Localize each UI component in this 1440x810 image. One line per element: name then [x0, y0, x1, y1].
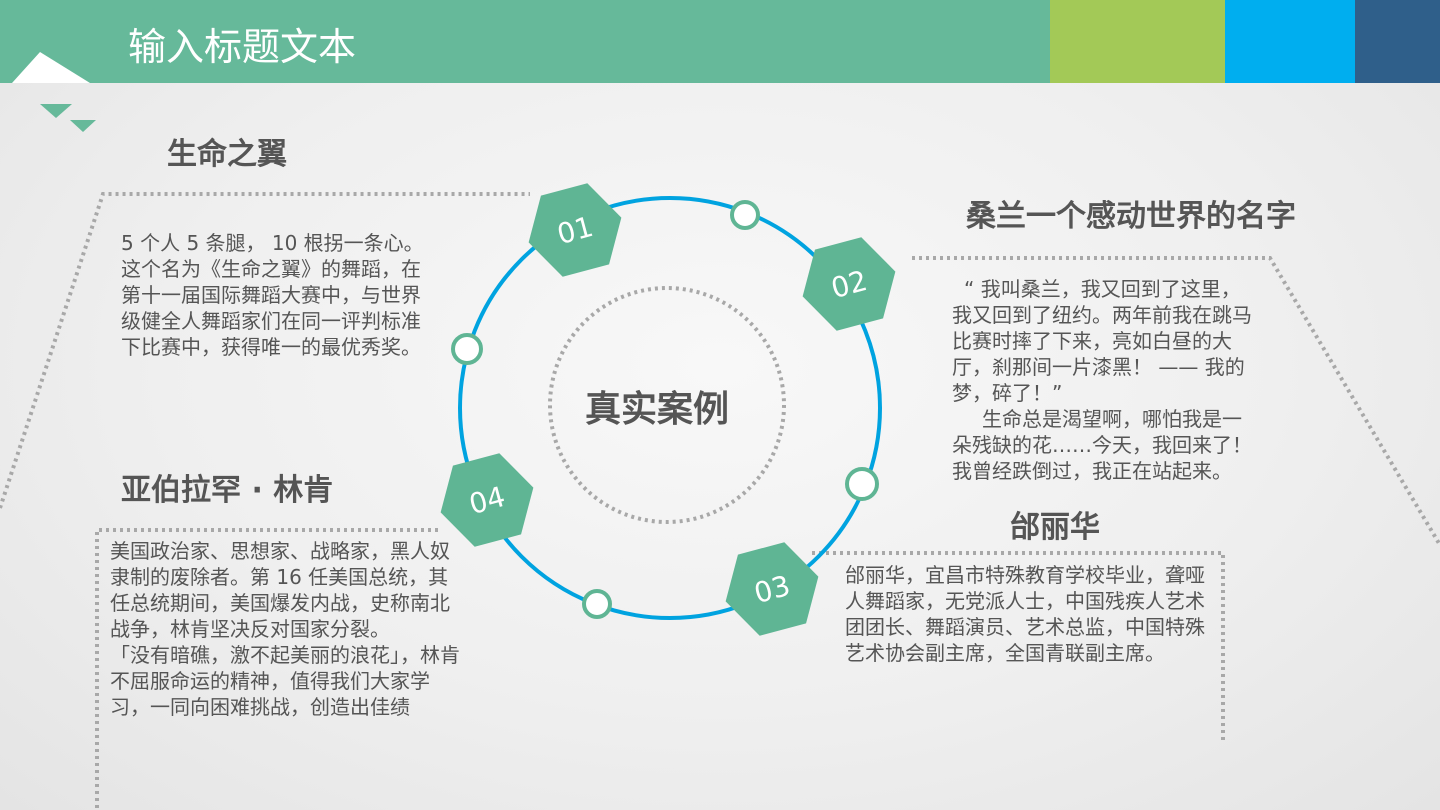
hexagon-step-04: 04	[440, 453, 534, 547]
ring-node-4	[451, 333, 483, 365]
body-tailihua: 邰丽华，宜昌市特殊教育学校毕业，聋哑人舞蹈家，无党派人士，中国残疾人艺术团团长、…	[845, 562, 1213, 666]
frame-wings	[0, 192, 530, 509]
accent-block-blue	[1225, 0, 1355, 83]
heading-wings: 生命之翼	[167, 137, 287, 172]
outer-ring	[458, 196, 882, 620]
frame-sanglan	[912, 256, 1440, 547]
inner-dotted-ring	[548, 286, 786, 524]
ring-node-3	[582, 589, 612, 619]
body-sanglan: “ 我叫桑兰，我又回到了这里，我又回到了纽约。两年前我在跳马比赛时摔了下来，亮如…	[952, 276, 1258, 484]
title-banner	[0, 0, 1050, 83]
body-sanglan-text-2: 生命总是渴望啊，哪怕我是一朵残缺的花……今天，我回来了！我曾经跌倒过，我正在站起…	[952, 407, 1252, 483]
triangle-logo-icon	[12, 52, 96, 132]
heading-lincoln: 亚伯拉罕 · 林肯	[121, 473, 334, 508]
body-lincoln-text-2: 「没有暗礁，激不起美丽的浪花」，林肯不屈服命运的精神，值得我们大家学习，一同向困…	[110, 643, 460, 719]
body-wings: 5 个人 5 条腿， 10 根拐一条心。这个名为《生命之翼》的舞蹈，在第十一届国…	[121, 230, 439, 360]
body-lincoln-text-1: 美国政治家、思想家、战略家，黑人奴隶制的废除者。第 16 任美国总统，其任总统期…	[110, 539, 450, 641]
slide-title[interactable]: 输入标题文本	[128, 25, 357, 69]
heading-tailihua: 邰丽华	[1010, 510, 1100, 545]
heading-sanglan: 桑兰一个感动世界的名字	[966, 199, 1296, 234]
hexagon-step-03: 03	[725, 542, 819, 636]
hexagon-step-02: 02	[802, 237, 896, 331]
body-tailihua-text: 邰丽华，宜昌市特殊教育学校毕业，聋哑人舞蹈家，无党派人士，中国残疾人艺术团团长、…	[845, 563, 1205, 665]
accent-block-green	[1050, 0, 1225, 83]
center-label: 真实案例	[585, 389, 730, 430]
frame-lincoln	[95, 528, 440, 808]
accent-block-navy	[1355, 0, 1440, 83]
ring-node-1	[730, 200, 760, 230]
body-wings-text: 5 个人 5 条腿， 10 根拐一条心。这个名为《生命之翼》的舞蹈，在第十一届国…	[121, 231, 424, 359]
ring-node-2	[845, 467, 879, 501]
body-sanglan-text-1: “ 我叫桑兰，我又回到了这里，我又回到了纽约。两年前我在跳马比赛时摔了下来，亮如…	[952, 277, 1252, 405]
body-lincoln: 美国政治家、思想家、战略家，黑人奴隶制的废除者。第 16 任美国总统，其任总统期…	[110, 538, 460, 720]
hexagon-step-01: 01	[528, 183, 622, 277]
